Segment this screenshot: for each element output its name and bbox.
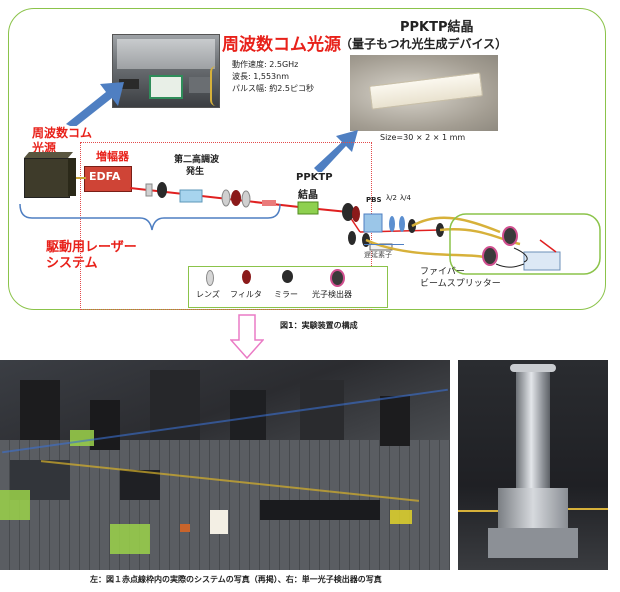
legend-box — [188, 266, 388, 308]
ppktp-diagram-label-2: 結晶 — [298, 190, 318, 201]
legend-filter: フィルタ — [230, 290, 262, 299]
shg-label-2: 発生 — [186, 167, 205, 177]
lens-icon — [206, 270, 214, 286]
filter-icon — [242, 270, 251, 284]
fiber-bs-label-1: ファイバー — [420, 267, 465, 277]
detector-photo — [458, 360, 608, 570]
ppktp-panel-subtitle: （量子もつれ光生成デバイス） — [340, 37, 508, 51]
spec-wavelength: 波長: 1,553nm — [232, 72, 290, 81]
comb-source-photo — [112, 34, 220, 108]
comb-source-box — [24, 158, 70, 198]
mirror-icon — [282, 270, 293, 283]
comb-source-title: 周波数コム光源 — [222, 35, 341, 55]
comb-source-label-1: 周波数コム — [32, 126, 93, 140]
legend-mirror: ミラー — [274, 290, 298, 299]
ppktp-panel-title: PPKTP結晶 — [400, 20, 474, 35]
pbs-label: PBS — [366, 196, 382, 204]
amplifier-label: 増幅器 — [96, 150, 129, 163]
half-wave-label: λ/2 — [386, 194, 397, 202]
legend-lens: レンズ — [196, 290, 220, 299]
edfa-label: EDFA — [89, 170, 121, 183]
ppktp-crystal-photo — [350, 55, 498, 131]
detector-icon — [330, 269, 345, 287]
comb-source-label-2: 光源 — [32, 141, 57, 155]
lab-setup-photo — [0, 360, 450, 570]
fiber-bs-label-2: ビームスプリッター — [420, 279, 501, 289]
blue-arrow-left — [66, 82, 124, 126]
legend-detector: 光子検出器 — [312, 290, 352, 299]
quarter-wave-label: λ/4 — [400, 194, 411, 202]
spec-rate: 動作速度: 2.5GHz — [232, 60, 299, 69]
cable-drawing — [210, 66, 222, 106]
pink-down-arrow — [230, 314, 264, 360]
ppktp-diagram-label-1: PPKTP — [296, 172, 333, 183]
ppktp-size: Size=30 × 2 × 1 mm — [380, 133, 466, 142]
blue-arrow-right — [314, 130, 358, 172]
shg-label-1: 第二高調波 — [174, 155, 220, 165]
laser-system-label-1: 駆動用レーザー — [46, 240, 137, 255]
delay-label: 遅延素子 — [364, 251, 392, 259]
bottom-caption: 左：図１赤点線枠内の実際のシステムの写真（再掲）、右：単一光子検出器の写真 — [90, 575, 382, 584]
spec-pulse: パルス幅: 約2.5ピコ秒 — [232, 84, 314, 93]
optical-path-drawing — [19, 177, 601, 275]
laser-system-label-2: システム — [46, 256, 98, 271]
figure1-caption: 図1：実験装置の構成 — [280, 321, 358, 330]
